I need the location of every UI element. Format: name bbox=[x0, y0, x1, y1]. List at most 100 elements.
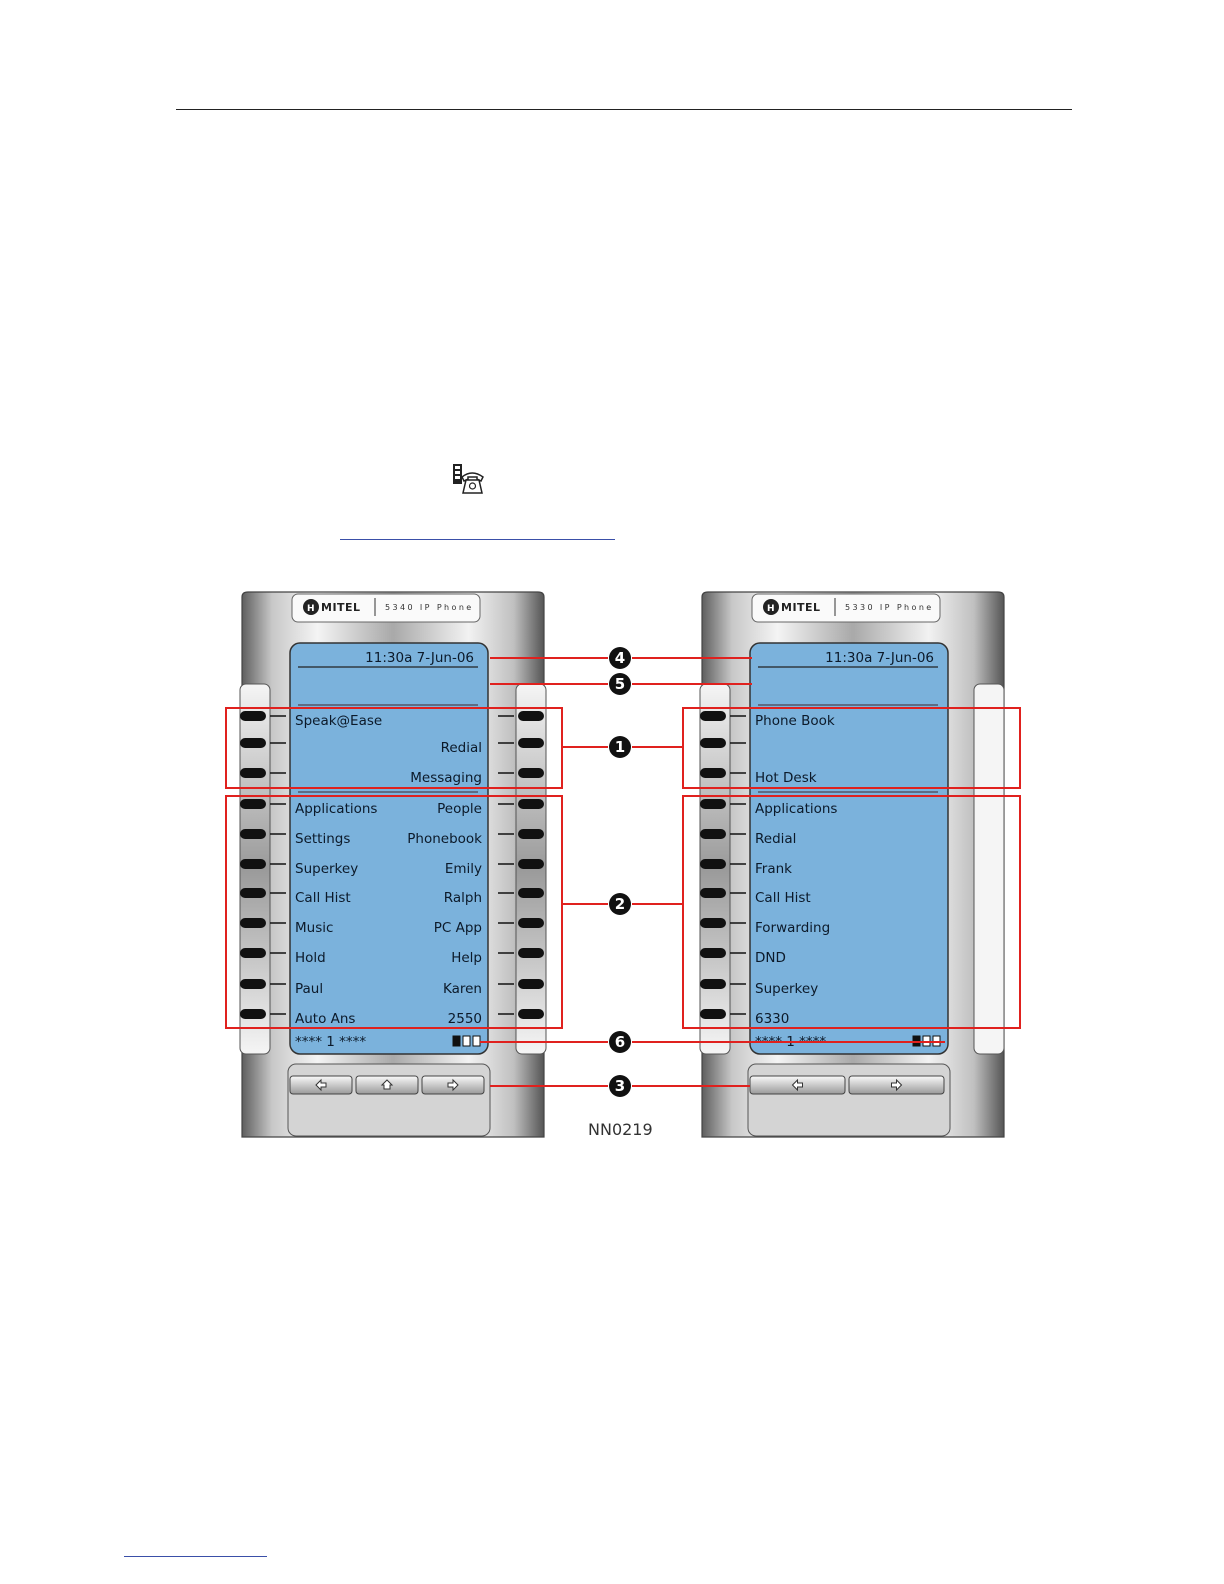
callout-badge bbox=[609, 736, 631, 758]
main-key-label-left: Superkey bbox=[755, 981, 818, 997]
logo-plate bbox=[291, 593, 481, 623]
hyperlink-underline[interactable] bbox=[340, 539, 615, 540]
callout-box-2-right bbox=[682, 795, 1021, 1029]
callout-number: 1 bbox=[615, 738, 625, 756]
softkey-top-left[interactable] bbox=[240, 768, 266, 778]
status-page-icon bbox=[462, 1035, 471, 1047]
main-key-label-left: Hold bbox=[295, 950, 326, 966]
figure-id: NN0219 bbox=[588, 1120, 653, 1139]
left-arrow-icon bbox=[791, 1078, 803, 1092]
main-key-label-left: Paul bbox=[295, 981, 323, 997]
main-key-label-right: Karen bbox=[443, 981, 482, 997]
header-rule bbox=[176, 109, 1072, 110]
softkey-main-left[interactable] bbox=[240, 888, 266, 898]
softkey-top-left[interactable] bbox=[700, 711, 726, 721]
logo-mark: H bbox=[307, 604, 315, 614]
softkey-main-right[interactable] bbox=[518, 948, 544, 958]
callout-number: 5 bbox=[615, 675, 625, 693]
logo-mark: H bbox=[767, 604, 775, 614]
right-arrow-icon bbox=[447, 1078, 459, 1092]
status-page-icon bbox=[452, 1035, 461, 1047]
softkey-main-left[interactable] bbox=[700, 859, 726, 869]
main-key-label-left: Applications bbox=[295, 801, 377, 817]
main-key-label-left: Call Hist bbox=[295, 890, 351, 906]
nav-housing bbox=[287, 1063, 491, 1137]
mitel-logo-icon bbox=[303, 599, 319, 615]
softkey-main-right[interactable] bbox=[518, 859, 544, 869]
date-time-display: 11:30a 7-Jun-06 bbox=[825, 650, 934, 666]
softkey-main-left[interactable] bbox=[240, 799, 266, 809]
softkey-main-left[interactable] bbox=[240, 979, 266, 989]
callout-badge bbox=[609, 893, 631, 915]
side-strip-right bbox=[973, 683, 1005, 1055]
home-icon bbox=[380, 1079, 394, 1090]
status-page-icon bbox=[472, 1035, 481, 1047]
softkey-main-right[interactable] bbox=[518, 918, 544, 928]
softkey-main-left[interactable] bbox=[700, 1009, 726, 1019]
top-key-label: Speak@Ease bbox=[295, 713, 382, 729]
main-key-label-left: Call Hist bbox=[755, 890, 811, 906]
main-key-label-left: Auto Ans bbox=[295, 1011, 355, 1027]
softkey-main-right[interactable] bbox=[518, 829, 544, 839]
brand-name: MITEL bbox=[781, 601, 821, 614]
softkey-main-right[interactable] bbox=[518, 979, 544, 989]
softkey-main-right[interactable] bbox=[518, 888, 544, 898]
main-key-label-right: People bbox=[437, 801, 482, 817]
softkey-main-left[interactable] bbox=[240, 1009, 266, 1019]
main-key-label-right: Ralph bbox=[444, 890, 482, 906]
callout-badge bbox=[609, 1031, 631, 1053]
display-screen bbox=[289, 642, 489, 1055]
softkey-main-left[interactable] bbox=[700, 948, 726, 958]
softkey-main-right[interactable] bbox=[518, 1009, 544, 1019]
top-key-label: Redial bbox=[441, 740, 482, 756]
main-key-label-left: Superkey bbox=[295, 861, 358, 877]
main-key-label-left: Frank bbox=[755, 861, 792, 877]
softkey-top-right[interactable] bbox=[518, 711, 544, 721]
nav-housing bbox=[747, 1063, 951, 1137]
main-key-label-left: Redial bbox=[755, 831, 796, 847]
main-key-label-left: Settings bbox=[295, 831, 350, 847]
softkey-top-left[interactable] bbox=[700, 768, 726, 778]
main-key-label-right: 2550 bbox=[448, 1011, 482, 1027]
top-key-label: Hot Desk bbox=[755, 770, 817, 786]
softkey-top-right[interactable] bbox=[518, 768, 544, 778]
logo-plate bbox=[751, 593, 941, 623]
main-key-label-right: Emily bbox=[445, 861, 482, 877]
softkey-main-left[interactable] bbox=[240, 918, 266, 928]
softkey-main-left[interactable] bbox=[700, 918, 726, 928]
status-text: **** 1 **** bbox=[295, 1034, 366, 1050]
right-arrow-icon bbox=[891, 1078, 903, 1092]
callout-badge bbox=[609, 1075, 631, 1097]
softkey-top-left[interactable] bbox=[700, 738, 726, 748]
callout-number: 2 bbox=[615, 895, 625, 913]
date-time-display: 11:30a 7-Jun-06 bbox=[365, 650, 474, 666]
phone-5330: H MITEL 5330 IP Phone 11:30a 7-Jun-06Phone … bbox=[699, 591, 1005, 1138]
callout-badge bbox=[609, 673, 631, 695]
model-name: 5330 IP Phone bbox=[845, 603, 934, 612]
softkey-main-right[interactable] bbox=[518, 799, 544, 809]
top-key-label: Phone Book bbox=[755, 713, 835, 729]
callout-number: 4 bbox=[615, 649, 625, 667]
softkey-main-left[interactable] bbox=[240, 859, 266, 869]
model-name: 5340 IP Phone bbox=[385, 603, 474, 612]
phone-stack-icon bbox=[453, 464, 484, 494]
softkey-main-left[interactable] bbox=[700, 829, 726, 839]
softkey-main-left[interactable] bbox=[240, 829, 266, 839]
callout-badge bbox=[609, 647, 631, 669]
softkey-top-left[interactable] bbox=[240, 738, 266, 748]
mitel-logo-icon bbox=[763, 599, 779, 615]
softkey-top-right[interactable] bbox=[518, 738, 544, 748]
softkey-main-left[interactable] bbox=[700, 888, 726, 898]
softkey-main-left[interactable] bbox=[700, 979, 726, 989]
main-key-label-left: 6330 bbox=[755, 1011, 789, 1027]
main-key-label-left: Music bbox=[295, 920, 333, 936]
main-key-label-right: Phonebook bbox=[407, 831, 482, 847]
main-key-label-left: Forwarding bbox=[755, 920, 830, 936]
softkey-main-left[interactable] bbox=[700, 799, 726, 809]
callout-box-2-left bbox=[225, 795, 563, 1029]
footer-link-underline[interactable] bbox=[124, 1556, 267, 1557]
softkey-top-left[interactable] bbox=[240, 711, 266, 721]
softkey-main-left[interactable] bbox=[240, 948, 266, 958]
